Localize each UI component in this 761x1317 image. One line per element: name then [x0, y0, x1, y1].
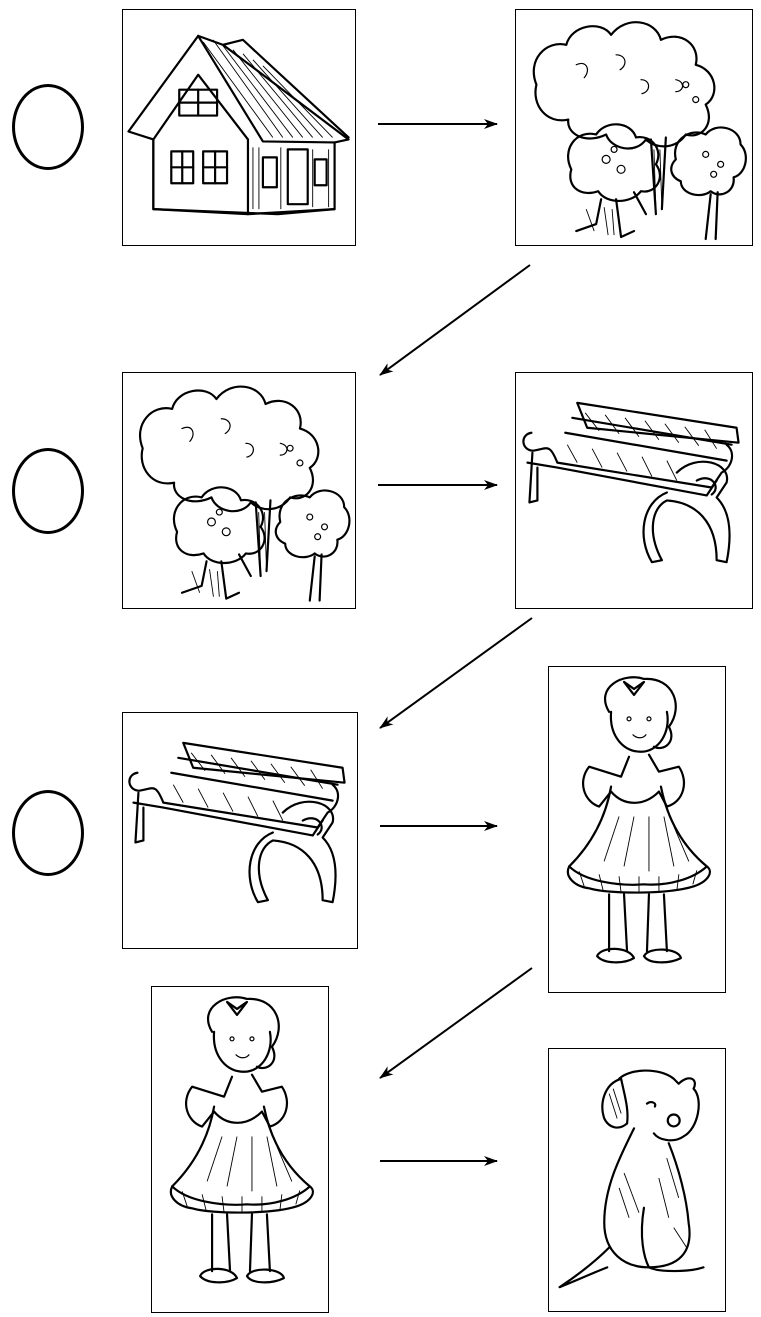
- picture-dog: [548, 1048, 726, 1312]
- house-icon: [123, 10, 355, 245]
- answer-circle-2[interactable]: [12, 448, 84, 534]
- picture-trees: [122, 372, 356, 609]
- picture-bench: [515, 372, 753, 609]
- dog-icon: [549, 1049, 725, 1311]
- trees-icon: [516, 10, 752, 245]
- picture-girl: [548, 666, 726, 993]
- picture-trees: [515, 9, 753, 246]
- picture-house: [122, 9, 356, 246]
- arrow-diagonal-1: [379, 264, 531, 376]
- girl-icon: [152, 987, 328, 1312]
- girl-icon: [549, 667, 725, 992]
- answer-circle-1[interactable]: [12, 84, 84, 170]
- bench-icon: [516, 373, 752, 608]
- bench-icon: [123, 713, 357, 948]
- arrow-diagonal-3: [379, 967, 533, 1079]
- arrow-diagonal-2: [379, 617, 533, 729]
- picture-girl: [151, 986, 329, 1313]
- picture-bench: [122, 712, 358, 949]
- answer-circle-3[interactable]: [12, 790, 84, 876]
- trees-icon: [123, 373, 355, 608]
